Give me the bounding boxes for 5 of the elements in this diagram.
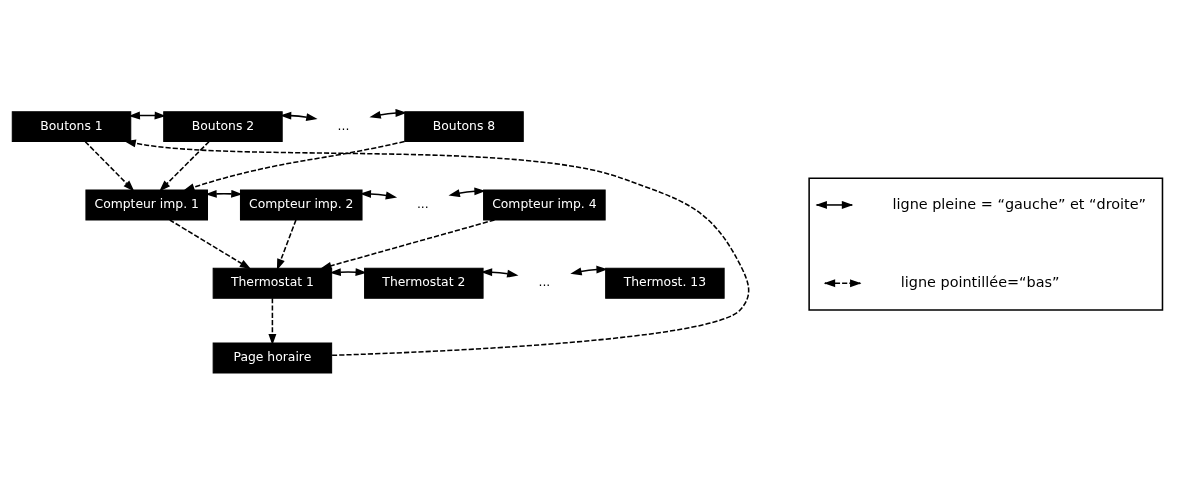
node-text: ... (538, 275, 551, 290)
node-text: ... (337, 118, 350, 133)
legend-label: ligne pleine = “gauche” et “droite” (892, 195, 1147, 212)
legend-label: ligne pointillée=“bas” (900, 274, 1060, 291)
node-text: ... (416, 197, 429, 212)
